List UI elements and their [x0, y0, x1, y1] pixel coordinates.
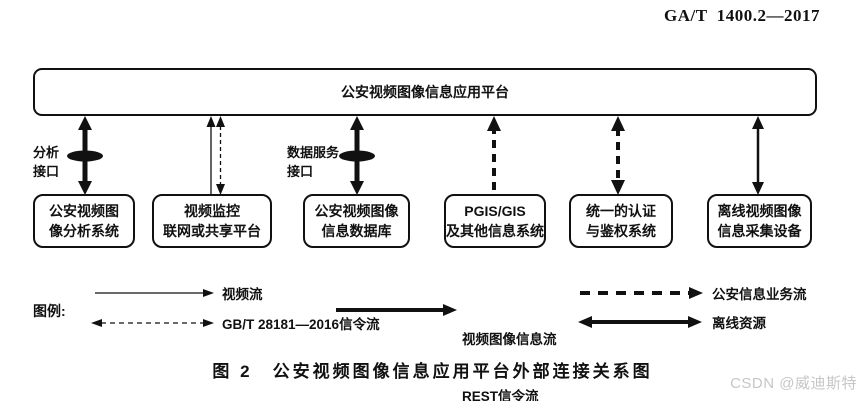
legend-label-gbt28181-signaling: GB/T 28181—2016信令流	[222, 317, 380, 332]
figure-caption: 图 2 公安视频图像信息应用平台外部连接关系图	[212, 362, 653, 381]
system-box-video-image-database: 公安视频图像 信息数据库	[303, 194, 410, 248]
analysis-interface-label-line2: 接口	[33, 164, 60, 179]
connector-video-stream-and-signaling	[206, 116, 225, 195]
system-box-label: 公安视频图	[49, 203, 119, 219]
system-box-offline-capture-device: 离线视频图像 信息采集设备	[707, 194, 812, 248]
system-box-label: 视频监控	[184, 203, 240, 219]
system-box-label: 统一的认证	[586, 203, 656, 219]
data-service-interface-label-line1: 数据服务	[287, 145, 340, 160]
legend-arrow-video-stream	[95, 289, 214, 297]
system-box-label: 像分析系统	[49, 223, 119, 239]
system-box-label: PGIS/GIS	[464, 203, 526, 219]
system-box-label: 信息采集设备	[717, 223, 802, 239]
standard-number: GA/T 1400.2—2017	[663, 6, 820, 25]
system-box-auth-system: 统一的认证 与鉴权系统	[569, 194, 673, 248]
connector-analysis-interface	[67, 116, 103, 195]
legend-arrow-gbt28181-signaling	[91, 319, 214, 327]
system-box-surveillance-sharing-platform: 视频监控 联网或共享平台	[152, 194, 272, 248]
analysis-interface-label-line1: 分析	[33, 145, 60, 160]
connector-data-service-interface	[339, 116, 375, 195]
legend-label-video-image-info-flow: 视频图像信息流 REST信令流	[462, 292, 557, 401]
data-service-interface-label: 数据服务 接口	[287, 143, 339, 181]
legend-label-police-info-business-flow: 公安信息业务流	[712, 287, 807, 302]
system-box-video-analysis: 公安视频图 像分析系统	[33, 194, 135, 248]
legend-label-line1: 视频图像信息流	[462, 332, 557, 347]
legend-arrow-offline-resource	[578, 316, 702, 328]
legend-label-offline-resource: 离线资源	[712, 316, 766, 331]
platform-label: 公安视频图像信息应用平台	[341, 84, 509, 100]
legend-arrow-police-info-business-flow	[580, 287, 703, 299]
connector-auth-system	[611, 116, 625, 195]
legend-title: 图例:	[33, 303, 66, 319]
data-service-interface-label-line2: 接口	[287, 164, 314, 179]
watermark: CSDN @威迪斯特	[730, 375, 857, 392]
legend-label-video-stream: 视频流	[222, 287, 263, 302]
platform-box: 公安视频图像信息应用平台	[33, 68, 817, 116]
system-box-label: 信息数据库	[321, 223, 392, 239]
system-box-label: 离线视频图像	[717, 203, 802, 219]
system-box-label: 联网或共享平台	[163, 223, 261, 239]
legend-label-line2: REST信令流	[462, 389, 539, 401]
system-box-label: 公安视频图像	[314, 203, 399, 219]
system-box-label: 及其他信息系统	[446, 223, 544, 239]
connector-offline-resource	[752, 116, 764, 195]
analysis-interface-label: 分析 接口	[33, 143, 59, 181]
system-box-label: 与鉴权系统	[586, 223, 656, 239]
connector-police-info-business-flow	[487, 116, 501, 194]
system-box-pgis-gis: PGIS/GIS 及其他信息系统	[444, 194, 546, 248]
